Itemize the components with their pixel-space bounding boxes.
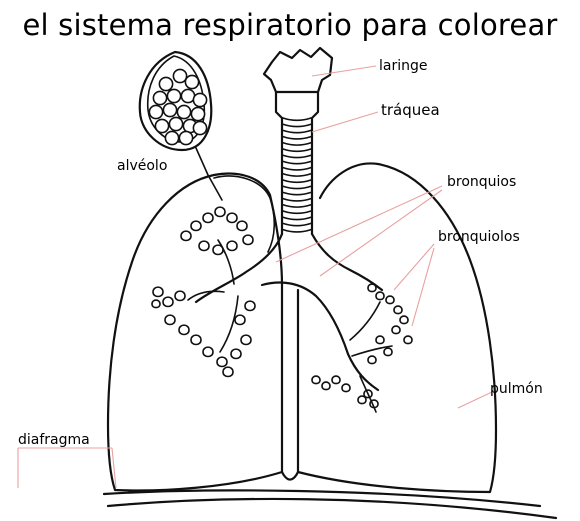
- label-traquea: tráquea: [381, 101, 440, 119]
- label-bronquiolos: bronquiolos: [438, 229, 520, 245]
- label-laringe: laringe: [379, 58, 428, 74]
- page-title: el sistema respiratorio para colorear: [22, 8, 558, 42]
- right-lung: [296, 162, 498, 494]
- label-pulmon: pulmón: [490, 381, 543, 397]
- label-bronquios: bronquios: [447, 174, 517, 190]
- alveolus-inset: [138, 50, 213, 152]
- left-bronchioles: [151, 206, 256, 378]
- label-diafragma: diafragma: [18, 432, 90, 448]
- larynx: [262, 46, 334, 94]
- right-bronchioles: [311, 283, 413, 413]
- label-alveolo: alvéolo: [117, 158, 168, 174]
- leader-lines: [17, 65, 493, 489]
- trachea: [274, 90, 320, 236]
- diaphragm: [102, 470, 558, 520]
